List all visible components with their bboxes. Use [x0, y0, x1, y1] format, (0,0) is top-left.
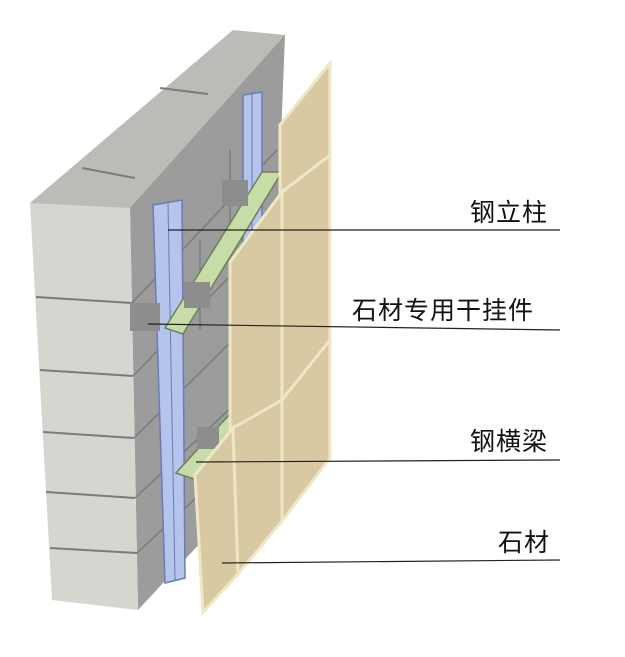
leader-line-steel-beam	[195, 459, 561, 463]
wall-top	[30, 30, 285, 215]
bracket	[197, 427, 219, 449]
mortar-joints	[35, 296, 138, 554]
stone-panel	[280, 335, 332, 526]
wall-top-joint	[81, 167, 136, 179]
stone-panel	[231, 397, 284, 578]
leader-lines	[147, 229, 561, 564]
wall-top-joint	[159, 87, 209, 95]
leader-line-dry-hanger	[147, 323, 561, 331]
label-steel-column: 钢立柱	[470, 198, 549, 227]
steel-column-front	[152, 199, 186, 584]
wall-front	[30, 203, 138, 610]
bracket	[222, 180, 248, 206]
leader-line-stone	[221, 559, 561, 564]
label-stone: 石材	[498, 528, 551, 557]
bracket	[130, 303, 160, 331]
stone-panels	[193, 58, 332, 616]
label-steel-beam: 钢横梁	[470, 427, 549, 456]
bracket	[184, 282, 210, 308]
label-dry-hanger: 石材专用干挂件	[352, 296, 535, 325]
